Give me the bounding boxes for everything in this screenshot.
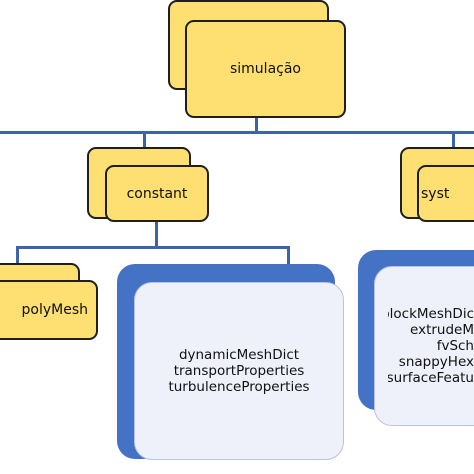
connector-to-constant-files (287, 246, 290, 266)
constant-folder-label: constant (126, 185, 188, 202)
system-folder-label: syst (421, 185, 450, 202)
system-files-list: blockMeshDic extrudeM fvSch snappyHex su… (388, 266, 474, 426)
simulacao-folder-label: simulação (229, 61, 301, 77)
file-blockmeshdict: blockMeshDic (388, 306, 474, 322)
file-surfacefeature: surfaceFeatu (388, 370, 474, 386)
polymesh-folder-label: polyMesh (21, 302, 89, 318)
file-turbulenceproperties: turbulenceProperties (168, 379, 310, 395)
connector-to-polymesh (16, 246, 19, 264)
connector-level2-horizontal (16, 246, 290, 249)
connector-to-system (452, 131, 455, 147)
connector-constant-down (155, 222, 158, 248)
file-snappyhexmesh: snappyHex (398, 354, 474, 370)
constant-folder[interactable] (105, 165, 209, 222)
connector-root-down (255, 118, 258, 132)
file-fvschemes: fvSch (436, 338, 474, 354)
constant-files-card[interactable] (134, 282, 344, 460)
polymesh-folder[interactable] (0, 280, 98, 340)
connector-level1-horizontal (0, 131, 474, 134)
constant-files-list: dynamicMeshDict transportProperties turb… (134, 282, 344, 460)
file-dynamicmeshdict: dynamicMeshDict (178, 347, 300, 363)
simulacao-folder[interactable] (185, 20, 346, 118)
connector-to-constant (143, 131, 146, 147)
file-extrudemesh: extrudeM (410, 322, 474, 338)
system-folder[interactable] (417, 165, 474, 222)
system-files-card[interactable] (374, 266, 474, 426)
file-transportproperties: transportProperties (173, 363, 305, 379)
